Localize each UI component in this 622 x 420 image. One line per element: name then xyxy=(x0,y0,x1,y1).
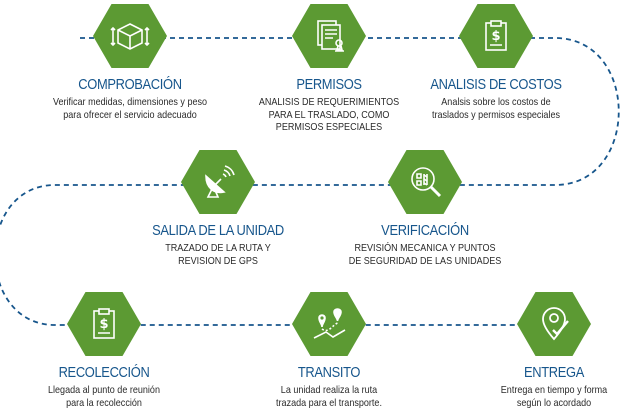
step-hexagon: $ xyxy=(67,292,141,356)
clipboard-dollar-icon: $ xyxy=(485,20,507,51)
step-hexagon xyxy=(181,150,255,214)
step-description: Verificar medidas, dimensiones y peso pa… xyxy=(52,96,208,121)
svg-text:$: $ xyxy=(99,317,108,332)
location-check-icon xyxy=(542,307,569,341)
step-permisos: PERMISOS ANALISIS DE REQUERIMIENTOS PARA… xyxy=(229,4,429,134)
magnifier-inspection-icon xyxy=(411,167,442,198)
step-hexagon: $ xyxy=(459,4,533,68)
step-hexagon xyxy=(292,4,366,68)
step-description: TRAZADO DE LA RUTA Y REVISION DE GPS xyxy=(165,242,271,267)
step-title: SALIDA DE LA UNIDAD xyxy=(152,222,284,239)
step-entrega: ENTREGA Entrega en tiempo y forma según … xyxy=(454,292,622,409)
step-title: ENTREGA xyxy=(524,364,584,381)
step-hexagon xyxy=(292,292,366,356)
step-description: ANALISIS DE REQUERIMIENTOS PARA EL TRASL… xyxy=(258,96,400,133)
step-recoleccion: $ RECOLECCIÓN Llegada al punto de reunió… xyxy=(4,292,204,409)
step-title: PERMISOS xyxy=(296,76,362,93)
step-verificacion: VERIFICACIÓN REVISIÓN MECANICA Y PUNTOS … xyxy=(325,150,525,267)
step-description: REVISIÓN MECANICA Y PUNTOS DE SEGURIDAD … xyxy=(348,242,502,267)
step-hexagon xyxy=(388,150,462,214)
documents-stamp-icon xyxy=(317,20,344,52)
step-title: RECOLECCIÓN xyxy=(58,364,150,381)
step-title: COMPROBACIÓN xyxy=(78,76,182,93)
step-description: Entrega en tiempo y forma según lo acord… xyxy=(500,384,608,409)
route-map-icon xyxy=(313,308,346,339)
clipboard-dollar-icon: $ xyxy=(93,308,115,339)
step-description: Analsis sobre los costos de traslados y … xyxy=(431,96,560,121)
svg-text:$: $ xyxy=(491,29,500,44)
satellite-dish-icon xyxy=(205,165,235,198)
step-analisis-de-costos: $ ANALISIS DE COSTOS Analsis sobre los c… xyxy=(396,4,596,121)
step-comprobacion: COMPROBACIÓN Verificar medidas, dimensio… xyxy=(30,4,230,121)
step-description: Llegada al punto de reunión para la reco… xyxy=(48,384,160,409)
cube-dimensions-icon xyxy=(110,23,150,50)
step-transito: TRANSITO La unidad realiza la ruta traza… xyxy=(229,292,429,409)
step-hexagon xyxy=(517,292,591,356)
step-title: ANALISIS DE COSTOS xyxy=(430,76,562,93)
step-title: VERIFICACIÓN xyxy=(381,222,469,239)
step-hexagon xyxy=(93,4,167,68)
step-title: TRANSITO xyxy=(297,364,361,381)
step-salida-de-la-unidad: SALIDA DE LA UNIDAD TRAZADO DE LA RUTA Y… xyxy=(118,150,318,267)
step-description: La unidad realiza la ruta trazada para e… xyxy=(276,384,382,409)
